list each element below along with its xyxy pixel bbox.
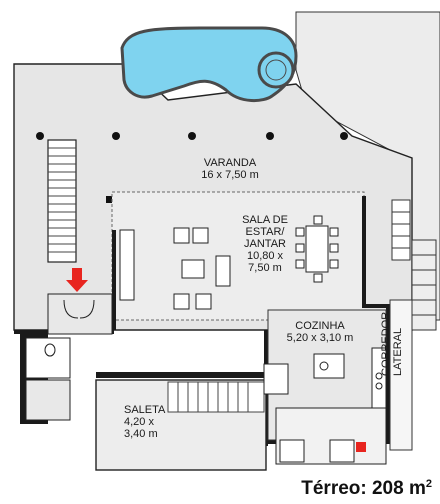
area-caption-text: Térreo: 208 m [301, 478, 426, 499]
varanda-stairs [47, 139, 77, 263]
entrance-hall [47, 293, 113, 335]
saleta-name: SALETA [124, 404, 166, 416]
sala-dims-1: 10,80 x [246, 250, 284, 262]
side-steps [391, 199, 437, 331]
center-stairs [167, 381, 265, 413]
saleta-dims-1: 4,20 x [124, 416, 154, 428]
entrance-arrow-icon [66, 268, 88, 292]
varanda-label: VARANDA 16 x 7,50 m [178, 157, 282, 181]
area-caption: Térreo: 208 m2 [301, 478, 432, 500]
sala-name-2: ESTAR/ [245, 226, 285, 238]
corredor-line-1: CORREDOR [380, 311, 392, 376]
corredor-line-2: LATERAL [392, 327, 404, 376]
saleta-dims-2: 3,40 m [124, 428, 158, 440]
sala-name-1: SALA DE [242, 214, 288, 226]
varanda-name: VARANDA [203, 157, 257, 169]
varanda-dims: 16 x 7,50 m [201, 169, 259, 181]
sala-label: SALA DE ESTAR/ JANTAR 10,80 x 7,50 m [228, 214, 302, 274]
cozinha-label: COZINHA 5,20 x 3,10 m [270, 320, 370, 344]
saleta-label: SALETA 4,20 x 3,40 m [124, 404, 184, 440]
sala-dims-2: 7,50 m [248, 262, 282, 274]
sala-furniture [119, 215, 339, 310]
sala-name-3: JANTAR [244, 238, 286, 250]
spa [257, 51, 295, 89]
corredor-label: CORREDOR LATERAL [380, 311, 404, 376]
corredor-lateral [389, 299, 413, 451]
area-caption-unit-sup: 2 [425, 478, 432, 490]
cozinha-dims: 5,20 x 3,10 m [286, 332, 354, 344]
cozinha-name: COZINHA [295, 320, 345, 332]
pool [120, 26, 298, 102]
